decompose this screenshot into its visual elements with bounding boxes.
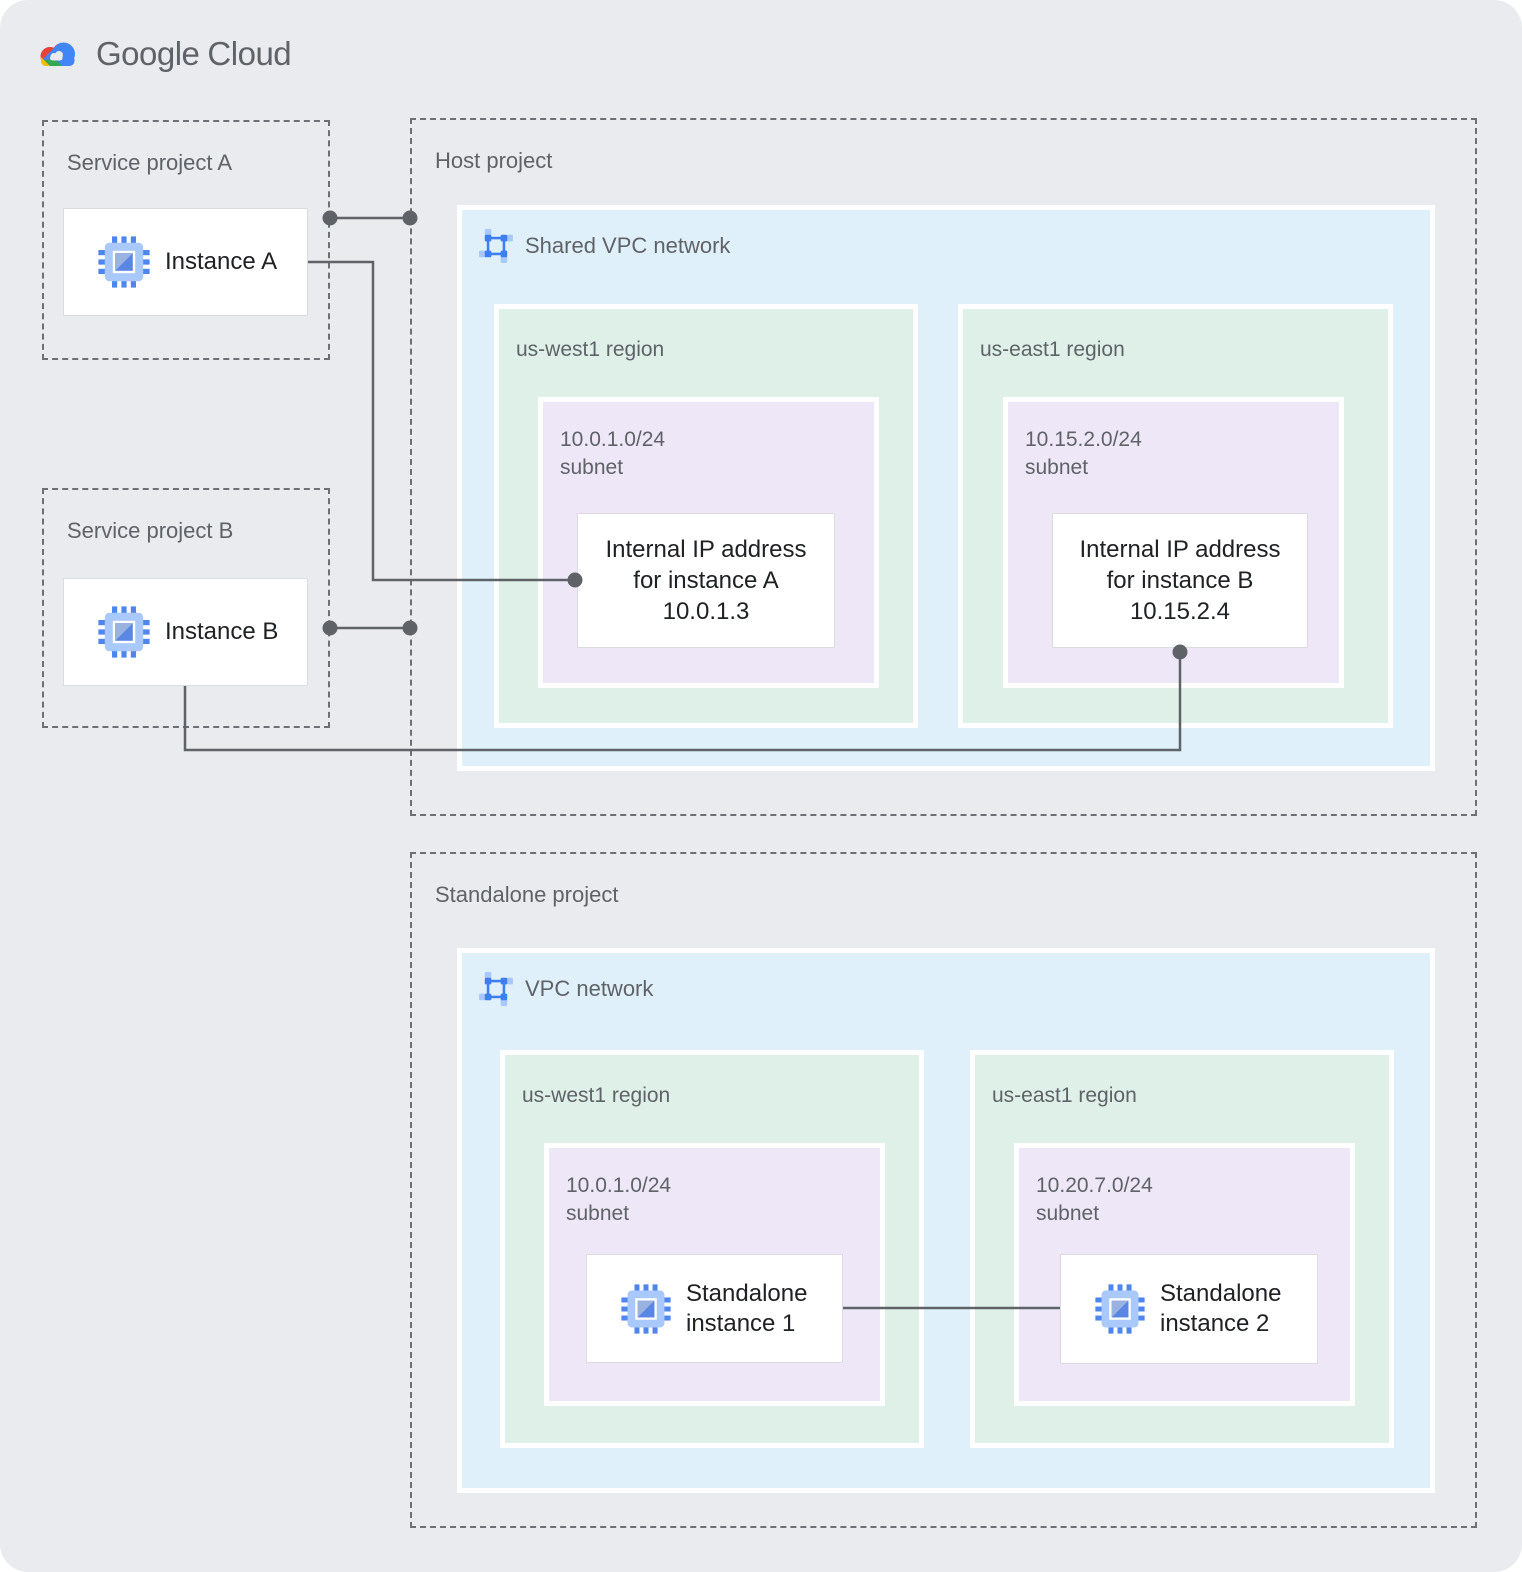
standalone-1-line2: instance 1 <box>686 1309 796 1337</box>
standalone-east-subnet-label: 10.20.7.0/24 subnet <box>1036 1172 1153 1228</box>
internal-ip-instance-a-text: Internal IP address for instance A 10.0.… <box>605 534 806 627</box>
standalone-east-subnet-cidr: 10.20.7.0/24 <box>1036 1174 1153 1197</box>
standalone-2-line2: instance 2 <box>1160 1310 1270 1337</box>
host-east-subnet-label: 10.15.2.0/24 subnet <box>1025 426 1142 482</box>
compute-engine-icon <box>98 606 150 658</box>
ip-a-line3: 10.0.1.3 <box>662 598 750 625</box>
standalone-east-subnet-word: subnet <box>1036 1202 1100 1225</box>
host-east-subnet-word: subnet <box>1025 456 1089 479</box>
instance-b-node: Instance B <box>63 578 308 686</box>
standalone-instance-1-label: Standalone instance 1 <box>686 1279 807 1339</box>
internal-ip-instance-b-text: Internal IP address for instance B 10.15… <box>1079 534 1280 627</box>
ip-b-line2: for instance B <box>1106 567 1254 594</box>
instance-a-node: Instance A <box>63 208 308 316</box>
logo-text: Google Cloud <box>96 35 292 73</box>
service-project-a-title: Service project A <box>67 150 233 175</box>
compute-engine-icon <box>621 1284 671 1334</box>
instance-a-label: Instance A <box>165 248 278 275</box>
standalone-us-east1-region-label: us-east1 region <box>992 1084 1137 1107</box>
ip-b-line3: 10.15.2.4 <box>1129 598 1231 625</box>
standalone-project-title: Standalone project <box>435 882 619 907</box>
logo-brand: Google <box>96 35 200 72</box>
google-cloud-logo: Google Cloud <box>33 34 292 74</box>
vpc-network-header: VPC network <box>478 971 653 1007</box>
google-cloud-icon <box>33 34 83 74</box>
vpc-network-icon <box>478 971 514 1007</box>
service-project-b-title: Service project B <box>67 518 234 543</box>
standalone-instance-2-node: Standalone instance 2 <box>1060 1254 1318 1364</box>
standalone-project-container: Standalone project <box>410 852 1477 1528</box>
standalone-us-west1-region-label: us-west1 region <box>522 1084 671 1107</box>
internal-ip-instance-b-node: Internal IP address for instance B 10.15… <box>1052 513 1308 648</box>
standalone-2-line1: Standalone <box>1160 1280 1282 1307</box>
standalone-1-line1: Standalone <box>686 1279 808 1307</box>
host-east-subnet-cidr: 10.15.2.0/24 <box>1025 428 1142 451</box>
ip-b-line1: Internal IP address <box>1079 536 1281 563</box>
host-us-west1-region-label: us-west1 region <box>516 338 665 361</box>
logo-product: Cloud <box>207 35 292 72</box>
standalone-instance-1-node: Standalone instance 1 <box>586 1254 843 1363</box>
compute-engine-icon <box>1095 1284 1145 1334</box>
internal-ip-instance-a-node: Internal IP address for instance A 10.0.… <box>577 513 835 648</box>
ip-a-line2: for instance A <box>633 567 779 594</box>
host-us-east1-region-label: us-east1 region <box>980 338 1125 361</box>
standalone-instance-2-label: Standalone instance 2 <box>1160 1279 1281 1339</box>
vpc-network-icon <box>478 228 514 264</box>
host-west-subnet-word: subnet <box>560 456 624 479</box>
ip-a-line1: Internal IP address <box>605 536 807 563</box>
standalone-west-subnet-word: subnet <box>566 1202 630 1225</box>
shared-vpc-network-header: Shared VPC network <box>478 228 730 264</box>
instance-b-label: Instance B <box>165 618 279 645</box>
host-west-subnet-label: 10.0.1.0/24 subnet <box>560 426 665 482</box>
compute-engine-icon <box>98 236 150 288</box>
shared-vpc-network-label: Shared VPC network <box>525 233 731 258</box>
service-project-a-container: Service project A <box>42 120 330 360</box>
host-west-subnet-cidr: 10.0.1.0/24 <box>560 428 666 451</box>
standalone-west-subnet-label: 10.0.1.0/24 subnet <box>566 1172 671 1228</box>
standalone-west-subnet-cidr: 10.0.1.0/24 <box>566 1174 672 1197</box>
host-project-title: Host project <box>435 148 553 173</box>
vpc-network-label: VPC network <box>525 976 654 1001</box>
